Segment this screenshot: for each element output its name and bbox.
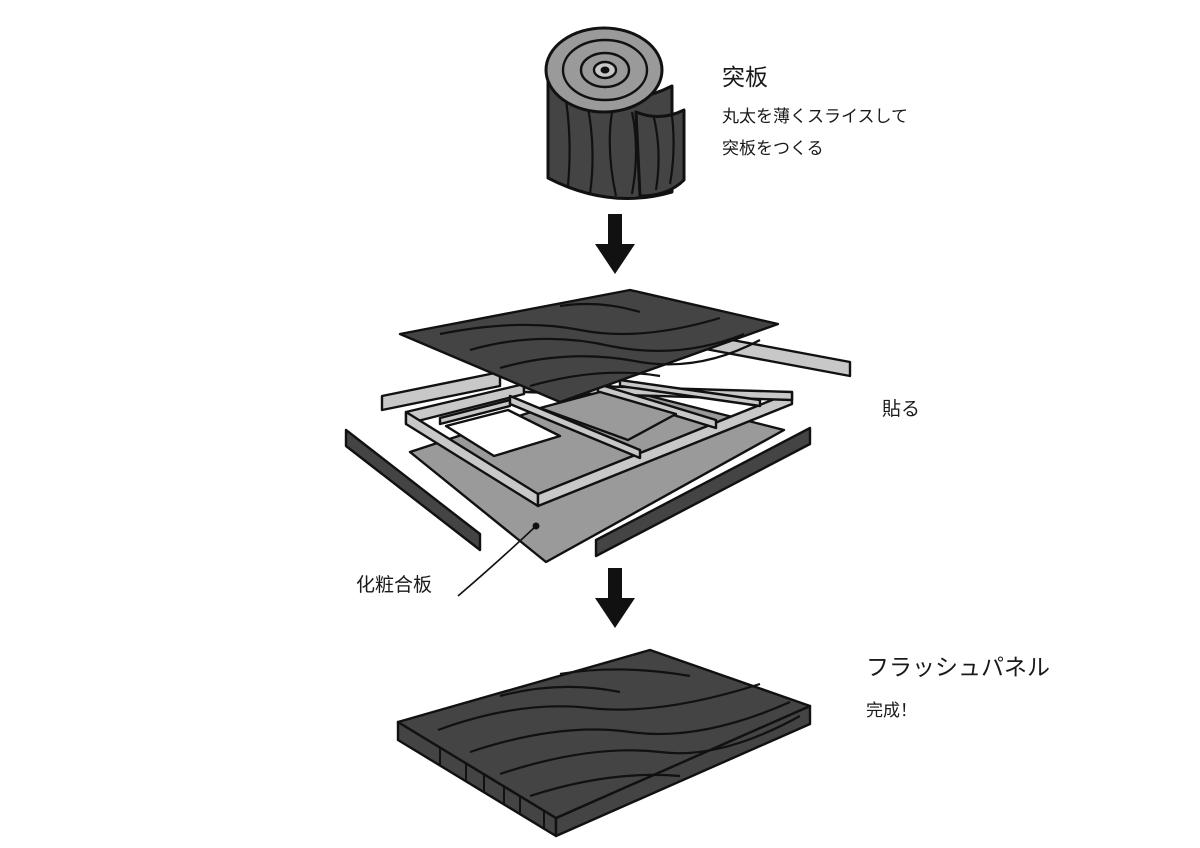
plywood-label: 化粧合板	[356, 574, 433, 596]
peeling-veneer	[634, 108, 686, 198]
down-arrow-icon	[595, 214, 635, 274]
veneer-description-line2: 突板をつくる	[722, 139, 824, 159]
exploded-assembly	[344, 288, 852, 564]
panel-top-face	[396, 648, 812, 820]
edge-strip-front-left	[344, 428, 482, 552]
glue-step-label: 貼る	[882, 398, 921, 420]
plywood-pointer	[457, 522, 540, 597]
veneer-title: 突板	[722, 65, 768, 91]
core-frame	[404, 378, 794, 508]
edge-strip-back-left	[380, 370, 502, 412]
log-roll-icon	[544, 26, 686, 200]
finished-flush-panel	[396, 648, 812, 838]
panel-complete-label: 完成！	[866, 701, 917, 721]
edge-strip-front-right	[594, 426, 812, 558]
veneer-description-line1: 丸太を薄くスライスして	[722, 107, 908, 127]
down-arrow-icon	[595, 568, 635, 628]
flush-panel-title: フラッシュパネル	[866, 655, 1050, 681]
top-veneer-sheet	[398, 288, 780, 404]
